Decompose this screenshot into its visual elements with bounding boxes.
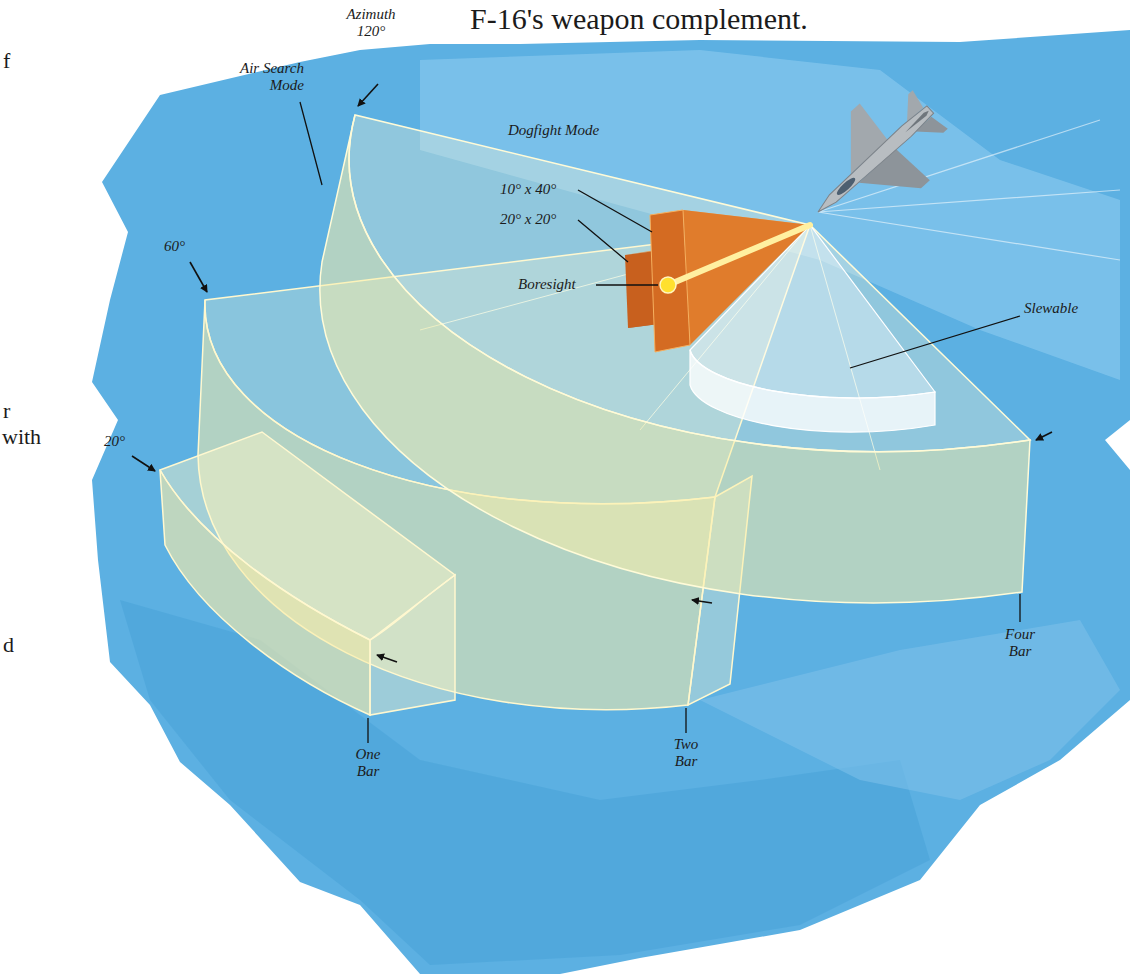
bar-label: Four Bar xyxy=(998,626,1042,661)
mode-label: Dogfight Mode xyxy=(508,122,599,139)
label-holder: Slewable xyxy=(1024,300,1078,317)
part-label: Boresight xyxy=(518,276,576,293)
page-text: d xyxy=(3,632,14,657)
page-text: F-16's weapon complement. xyxy=(470,2,808,37)
label-holder: 20° x 20° xyxy=(500,211,556,228)
four-bar-wall xyxy=(320,115,1030,603)
dimension-label: 10° x 40° xyxy=(500,181,556,198)
label-holder: Air Search Mode xyxy=(212,60,304,95)
bar-arrow xyxy=(377,655,397,662)
angle-label: Azimuth 120° xyxy=(338,6,404,41)
one-bar-side xyxy=(370,575,455,715)
label-holder: Boresight xyxy=(518,276,576,293)
label-holder: d xyxy=(3,632,14,657)
f16-aircraft xyxy=(783,71,965,250)
page-text: r xyxy=(3,398,10,423)
angle-arrow xyxy=(132,456,155,471)
mode-label: Air Search Mode xyxy=(212,60,304,95)
label-holder: Two Bar xyxy=(664,736,708,771)
one-bar-wall xyxy=(160,470,370,715)
dimension-label: 20° x 20° xyxy=(500,211,556,228)
label-holder: F-16's weapon complement. xyxy=(470,2,808,37)
label-holder: Azimuth 120° xyxy=(338,6,404,41)
label-holder: 60° xyxy=(164,238,185,255)
bar-arrow xyxy=(692,600,712,603)
bar-label: Two Bar xyxy=(664,736,708,771)
angle-label: 60° xyxy=(164,238,185,255)
label-holder: 20° xyxy=(104,433,125,450)
angle-arrow xyxy=(358,84,378,106)
part-label: Slewable xyxy=(1024,300,1078,317)
label-holder: Four Bar xyxy=(998,626,1042,661)
page-text: f xyxy=(3,48,10,73)
label-holder: with xyxy=(2,424,41,449)
angle-label: 20° xyxy=(104,433,125,450)
bar-label: One Bar xyxy=(346,746,390,781)
label-holder: r xyxy=(3,398,10,423)
label-holder: 10° x 40° xyxy=(500,181,556,198)
leader-line xyxy=(300,102,1020,743)
sky-patch xyxy=(700,620,1120,800)
label-holder: f xyxy=(3,48,10,73)
label-holder: Dogfight Mode xyxy=(508,122,599,139)
page-text: with xyxy=(2,424,41,449)
boresight-beam xyxy=(668,225,810,285)
sky-ground xyxy=(92,30,1130,974)
boresight-dot xyxy=(660,277,676,293)
bar-arrow xyxy=(1036,432,1052,440)
label-holder: One Bar xyxy=(346,746,390,781)
angle-arrow xyxy=(190,262,207,292)
slewable-wall xyxy=(690,350,935,432)
